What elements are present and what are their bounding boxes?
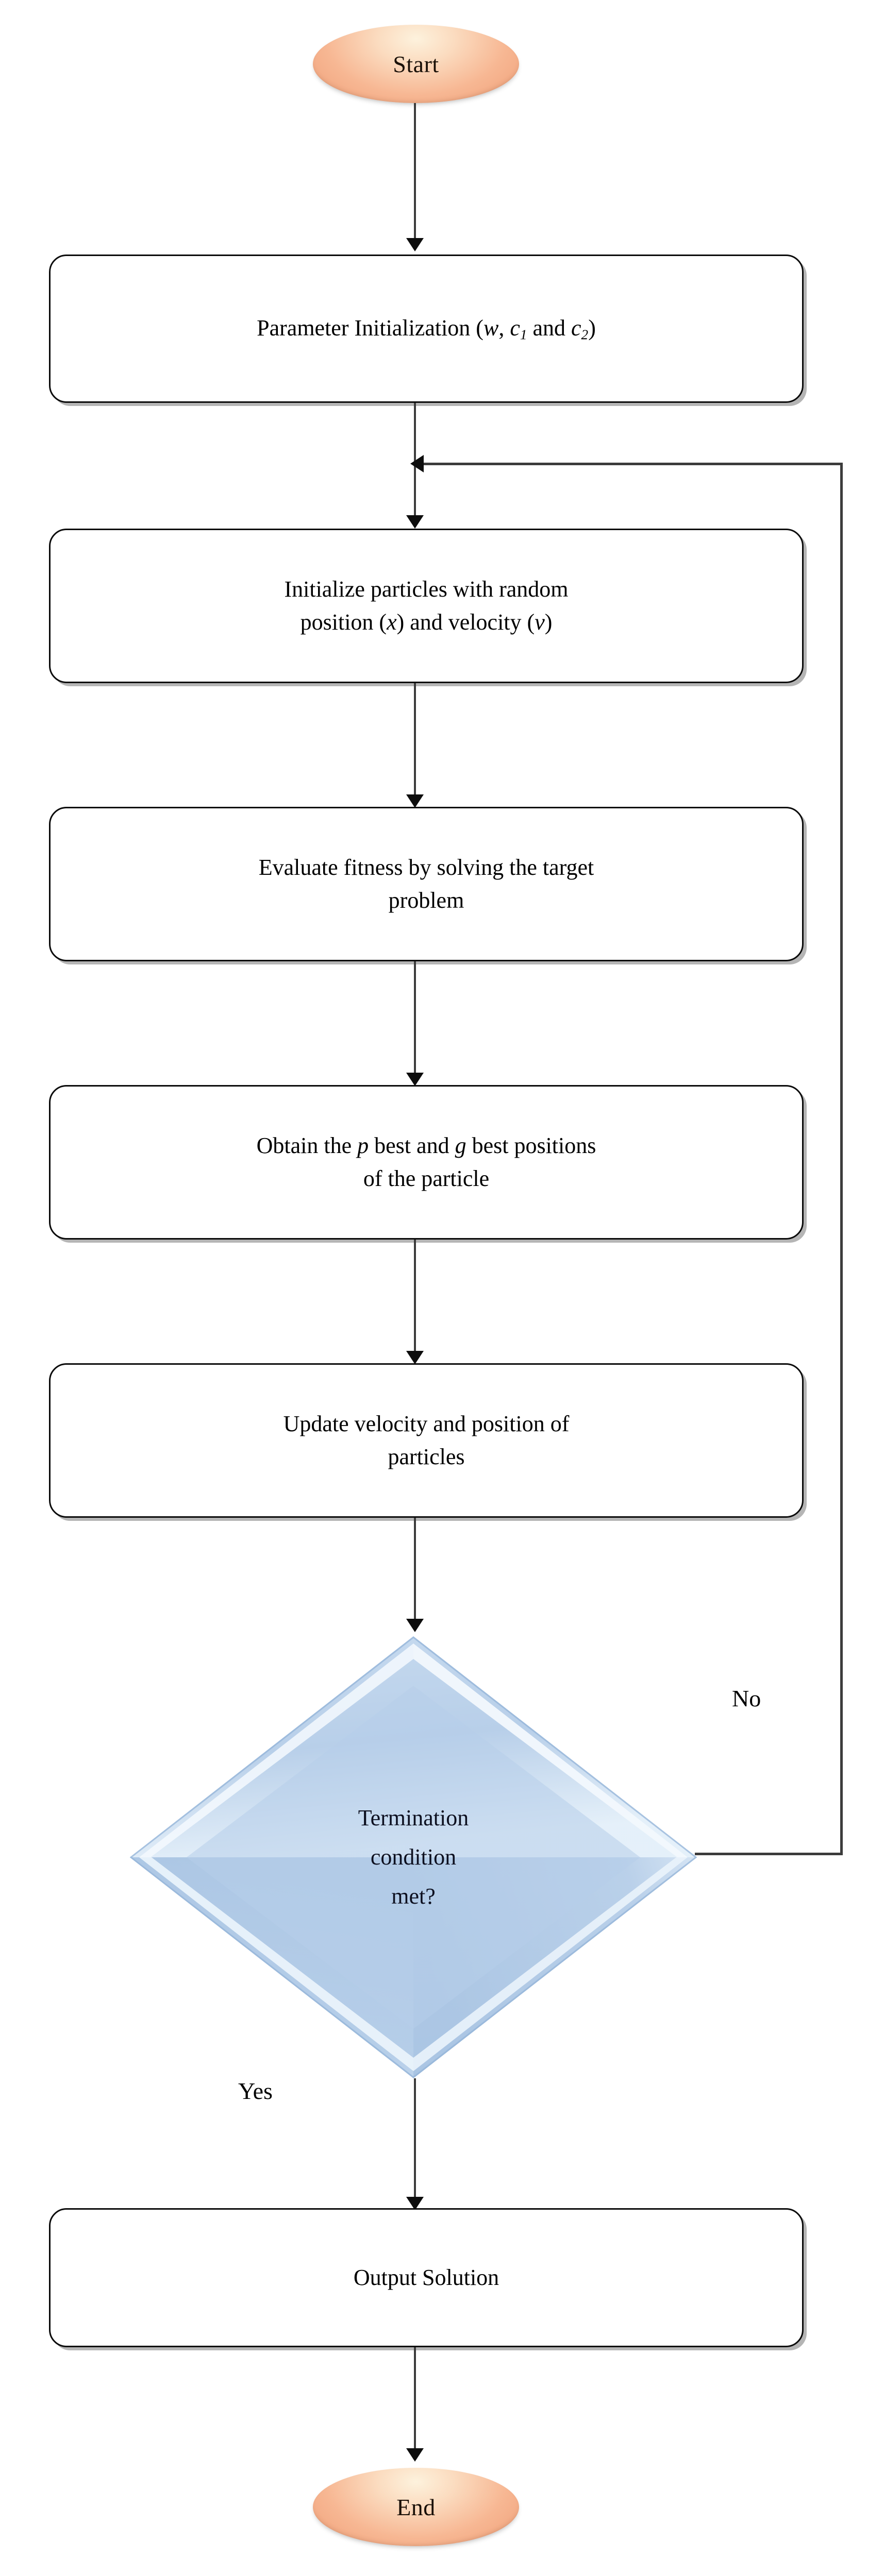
node-output-solution-label: Output Solution bbox=[353, 2265, 499, 2291]
node-obtain-best-positions[interactable]: Obtain the p best and g best positions o… bbox=[49, 1085, 804, 1240]
variable-g: g bbox=[455, 1133, 466, 1159]
connector-feedback-horizontal-bottom bbox=[695, 1853, 843, 1855]
variable-c2: c bbox=[571, 315, 581, 341]
connector-obtain-best-to-update bbox=[414, 1240, 416, 1360]
node-parameter-initialization[interactable]: Parameter Initialization (w, c1 and c2) bbox=[49, 255, 804, 403]
connector-start-to-param-init bbox=[414, 103, 416, 245]
initialize-particles-line2-pre: position ( bbox=[300, 609, 387, 635]
evaluate-fitness-line2: problem bbox=[388, 888, 464, 913]
connector-output-to-end bbox=[414, 2347, 416, 2459]
initialize-particles-line2-post: ) bbox=[544, 609, 553, 635]
evaluate-fitness-line1: Evaluate fitness by solving the target bbox=[258, 855, 594, 880]
param-init-sep2: and bbox=[527, 315, 572, 341]
node-update-velocity-position[interactable]: Update velocity and position of particle… bbox=[49, 1363, 804, 1518]
variable-x: x bbox=[387, 609, 397, 635]
param-init-sep1: , bbox=[498, 315, 510, 341]
arrowhead-start-to-param-init bbox=[406, 238, 424, 251]
subscript-2: 2 bbox=[581, 327, 589, 343]
connector-update-to-decision bbox=[414, 1518, 416, 1628]
node-output-solution[interactable]: Output Solution bbox=[49, 2208, 804, 2347]
arrowhead-obtain-best-to-update bbox=[406, 1351, 424, 1364]
variable-c1: c bbox=[510, 315, 520, 341]
param-init-text-post: ) bbox=[588, 315, 596, 341]
node-parameter-initialization-label: Parameter Initialization (w, c1 and c2) bbox=[257, 312, 596, 345]
node-start[interactable]: Start bbox=[313, 25, 519, 103]
arrowhead-initialize-to-evaluate bbox=[406, 794, 424, 808]
node-evaluate-fitness[interactable]: Evaluate fitness by solving the target p… bbox=[49, 807, 804, 961]
obtain-best-line1-post: best positions bbox=[466, 1133, 596, 1159]
arrowhead-param-init-to-initialize bbox=[406, 515, 424, 529]
connector-feedback-vertical-right bbox=[840, 463, 843, 1855]
obtain-best-line2: of the particle bbox=[363, 1166, 490, 1191]
variable-v: v bbox=[535, 609, 545, 635]
node-evaluate-fitness-label: Evaluate fitness by solving the target p… bbox=[259, 851, 594, 917]
connector-decision-to-output bbox=[414, 2078, 416, 2208]
node-termination-condition[interactable]: Termination condition met? bbox=[130, 1636, 697, 2078]
update-velocity-line2: particles bbox=[388, 1444, 465, 1469]
node-end[interactable]: End bbox=[313, 2468, 519, 2546]
obtain-best-line1-pre: Obtain the bbox=[256, 1133, 358, 1159]
variable-p: p bbox=[357, 1133, 369, 1159]
arrowhead-output-to-end bbox=[406, 2448, 424, 2462]
node-initialize-particles-label: Initialize particles with random positio… bbox=[284, 573, 568, 639]
node-update-velocity-position-label: Update velocity and position of particle… bbox=[283, 1408, 570, 1473]
edge-label-no: No bbox=[732, 1685, 761, 1711]
connector-evaluate-to-obtain-best bbox=[414, 961, 416, 1082]
node-initialize-particles[interactable]: Initialize particles with random positio… bbox=[49, 529, 804, 683]
arrowhead-feedback-into-initialize bbox=[410, 455, 424, 472]
param-init-text-pre: Parameter Initialization ( bbox=[257, 315, 483, 341]
update-velocity-line1: Update velocity and position of bbox=[283, 1411, 570, 1437]
subscript-1: 1 bbox=[520, 327, 527, 343]
node-obtain-best-positions-label: Obtain the p best and g best positions o… bbox=[257, 1129, 596, 1195]
arrowhead-update-to-decision bbox=[406, 1619, 424, 1632]
connector-initialize-to-evaluate bbox=[414, 683, 416, 804]
node-start-label: Start bbox=[393, 50, 439, 77]
edge-label-yes: Yes bbox=[238, 2078, 273, 2104]
initialize-particles-line1: Initialize particles with random bbox=[284, 577, 569, 602]
initialize-particles-line2-mid: ) and velocity ( bbox=[396, 609, 535, 635]
arrowhead-evaluate-to-obtain-best bbox=[406, 1073, 424, 1086]
arrowhead-decision-to-output bbox=[406, 2197, 424, 2210]
connector-feedback-horizontal-top bbox=[423, 463, 842, 465]
obtain-best-line1-mid: best and bbox=[369, 1133, 455, 1159]
decision-diamond-shape bbox=[130, 1636, 697, 2078]
variable-w: w bbox=[483, 315, 499, 341]
node-end-label: End bbox=[396, 2494, 436, 2520]
